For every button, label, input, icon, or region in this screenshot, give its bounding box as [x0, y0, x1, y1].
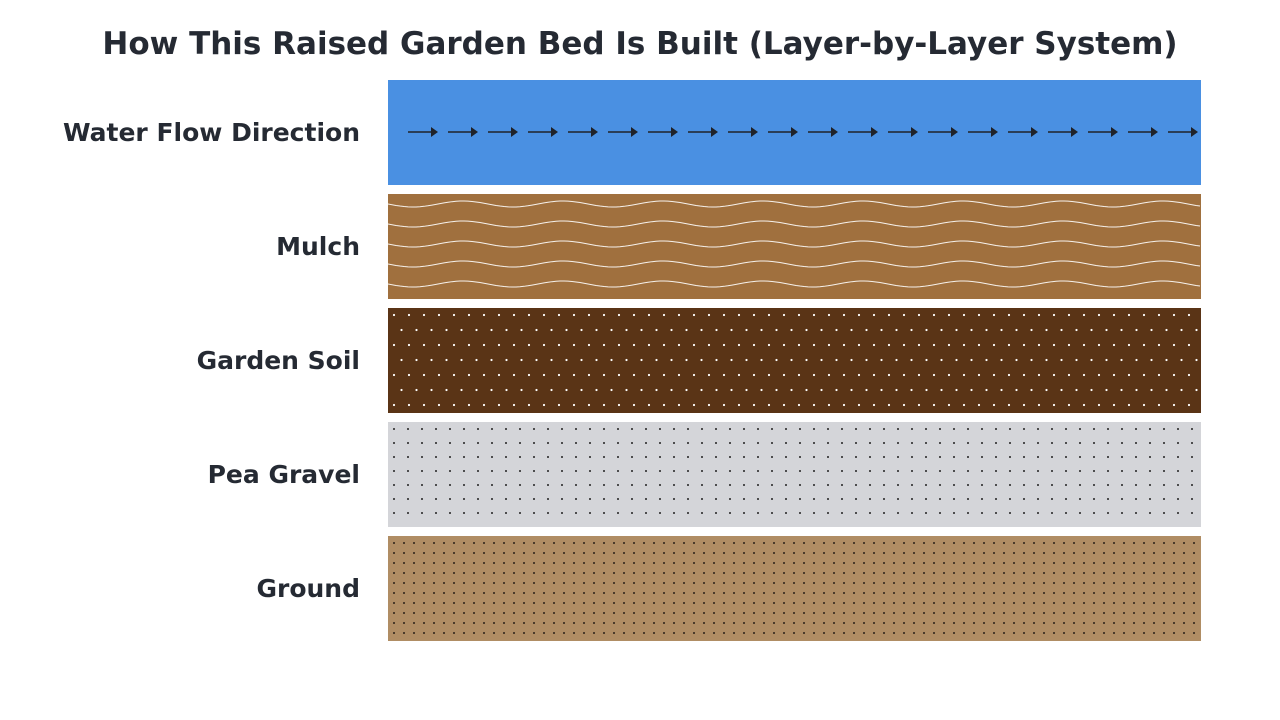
layer-label-pea-gravel: Pea Gravel [207, 460, 360, 489]
flow-arrow-head-icon [591, 127, 598, 137]
flow-arrow-head-icon [671, 127, 678, 137]
flow-arrow-head-icon [951, 127, 958, 137]
flow-arrow-head-icon [631, 127, 638, 137]
flow-arrow-head-icon [1191, 127, 1198, 137]
layer-label-mulch: Mulch [276, 232, 360, 261]
layer-label-ground: Ground [256, 574, 360, 603]
mulch-wave-line [388, 260, 1201, 268]
layer-band-water-flow [388, 80, 1201, 185]
flow-arrow-head-icon [551, 127, 558, 137]
mulch-wave-line [388, 240, 1201, 248]
layer-fill [388, 536, 1201, 641]
mulch-wave-line [388, 220, 1201, 228]
mulch-texture [388, 194, 1201, 299]
flow-arrow-head-icon [871, 127, 878, 137]
layer-label-water-flow: Water Flow Direction [62, 118, 360, 147]
mulch-wave-line [388, 280, 1201, 288]
flow-arrow-head-icon [751, 127, 758, 137]
dot-texture [393, 428, 1193, 514]
flow-arrow-head-icon [471, 127, 478, 137]
layer-row-mulch: Mulch [0, 194, 1280, 299]
wave-lines [388, 200, 1201, 288]
flow-arrow-head-icon [991, 127, 998, 137]
layer-band-ground [388, 536, 1201, 641]
layer-fill [388, 308, 1201, 413]
layer-band-pea-gravel [388, 422, 1201, 527]
flow-arrow-head-icon [1031, 127, 1038, 137]
layer-row-water-flow: Water Flow Direction [0, 80, 1280, 185]
water-flow-arrows [388, 80, 1201, 185]
layer-band-mulch [388, 194, 1201, 299]
garden-soil-texture [388, 308, 1201, 413]
mulch-wave-line [388, 200, 1201, 208]
layer-band-garden-soil [388, 308, 1201, 413]
layer-row-garden-soil: Garden Soil [0, 308, 1280, 413]
dot-texture [392, 313, 1198, 407]
flow-arrow-head-icon [911, 127, 918, 137]
layer-row-pea-gravel: Pea Gravel [0, 422, 1280, 527]
pea-gravel-texture [388, 422, 1201, 527]
layer-label-garden-soil: Garden Soil [196, 346, 360, 375]
arrow-row [408, 127, 1198, 137]
flow-arrow-head-icon [431, 127, 438, 137]
layer-fill [388, 422, 1201, 527]
flow-arrow-head-icon [791, 127, 798, 137]
dot-texture [393, 542, 1195, 634]
flow-arrow-head-icon [831, 127, 838, 137]
flow-arrow-head-icon [1151, 127, 1158, 137]
diagram-title: How This Raised Garden Bed Is Built (Lay… [102, 26, 1178, 62]
layer-row-ground: Ground [0, 536, 1280, 641]
flow-arrow-head-icon [711, 127, 718, 137]
flow-arrow-head-icon [1111, 127, 1118, 137]
flow-arrow-head-icon [511, 127, 518, 137]
flow-arrow-head-icon [1071, 127, 1078, 137]
ground-texture [388, 536, 1201, 641]
